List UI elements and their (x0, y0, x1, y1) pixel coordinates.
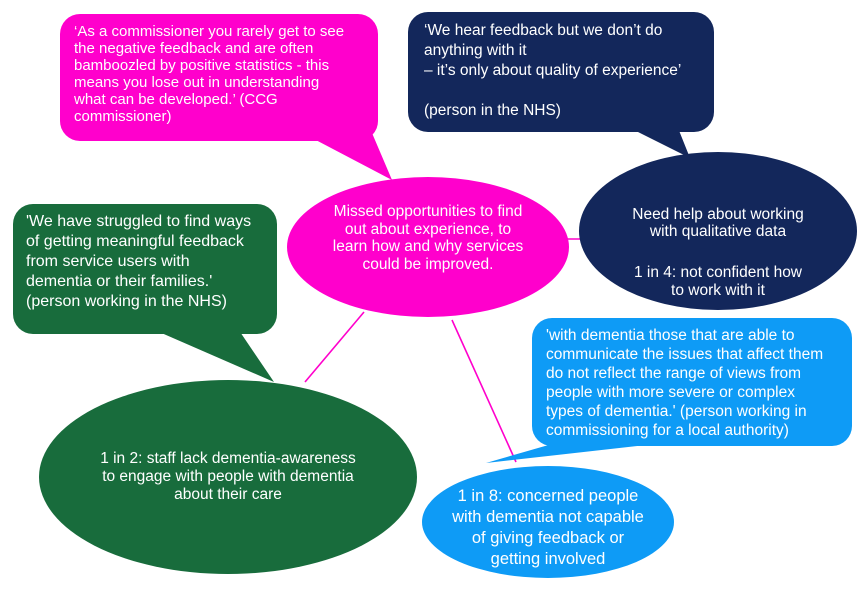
local-authority-quote-bubble-body (532, 318, 852, 446)
qualitative-data-heading: Need help about working with qualitative… (632, 205, 804, 241)
connector-center-to-staff-ellipse (304, 311, 365, 383)
qualitative-data-stat: 1 in 4: not confident how to work with i… (633, 264, 803, 299)
staff-awareness-ellipse (39, 380, 417, 574)
nhs-feedback-bubble-body (408, 12, 714, 132)
local-authority-quote-bubble-tail (486, 444, 655, 463)
local-authority-quote-bubble (486, 318, 852, 463)
connector-center-to-notcapable-ellipse (451, 319, 517, 463)
ccg-quote-bubble-body (60, 14, 378, 141)
not-capable-text: 1 in 8: concerned people with dementia n… (452, 487, 644, 568)
nhs-feedback-bubble (408, 12, 714, 158)
struggled-quote-bubble-tail (150, 320, 274, 382)
struggled-quote-bubble (13, 204, 277, 382)
ccg-quote-bubble-tail (312, 133, 392, 180)
ccg-quote-text: ‘As a commissioner you rarely get to see… (74, 23, 345, 125)
ccg-quote-bubble (60, 14, 392, 180)
center-missed-opportunities-ellipse (287, 177, 569, 317)
center-missed-opportunities-text: Missed opportunities to find out about e… (332, 203, 524, 273)
staff-awareness-text: 1 in 2: staff lack dementia-awareness to… (100, 450, 356, 503)
struggled-quote-bubble-body (13, 204, 277, 334)
struggled-quote-text: 'We have struggled to find ways of getti… (26, 213, 252, 310)
nhs-feedback-text: ‘We hear feedback but we don’t do anythi… (424, 22, 682, 119)
not-capable-ellipse (422, 466, 674, 578)
qualitative-data-ellipse (579, 152, 857, 310)
qualitative-data-text: Need help about working with qualitative… (606, 188, 830, 317)
local-authority-quote-text: 'with dementia those that are able to co… (546, 327, 824, 439)
